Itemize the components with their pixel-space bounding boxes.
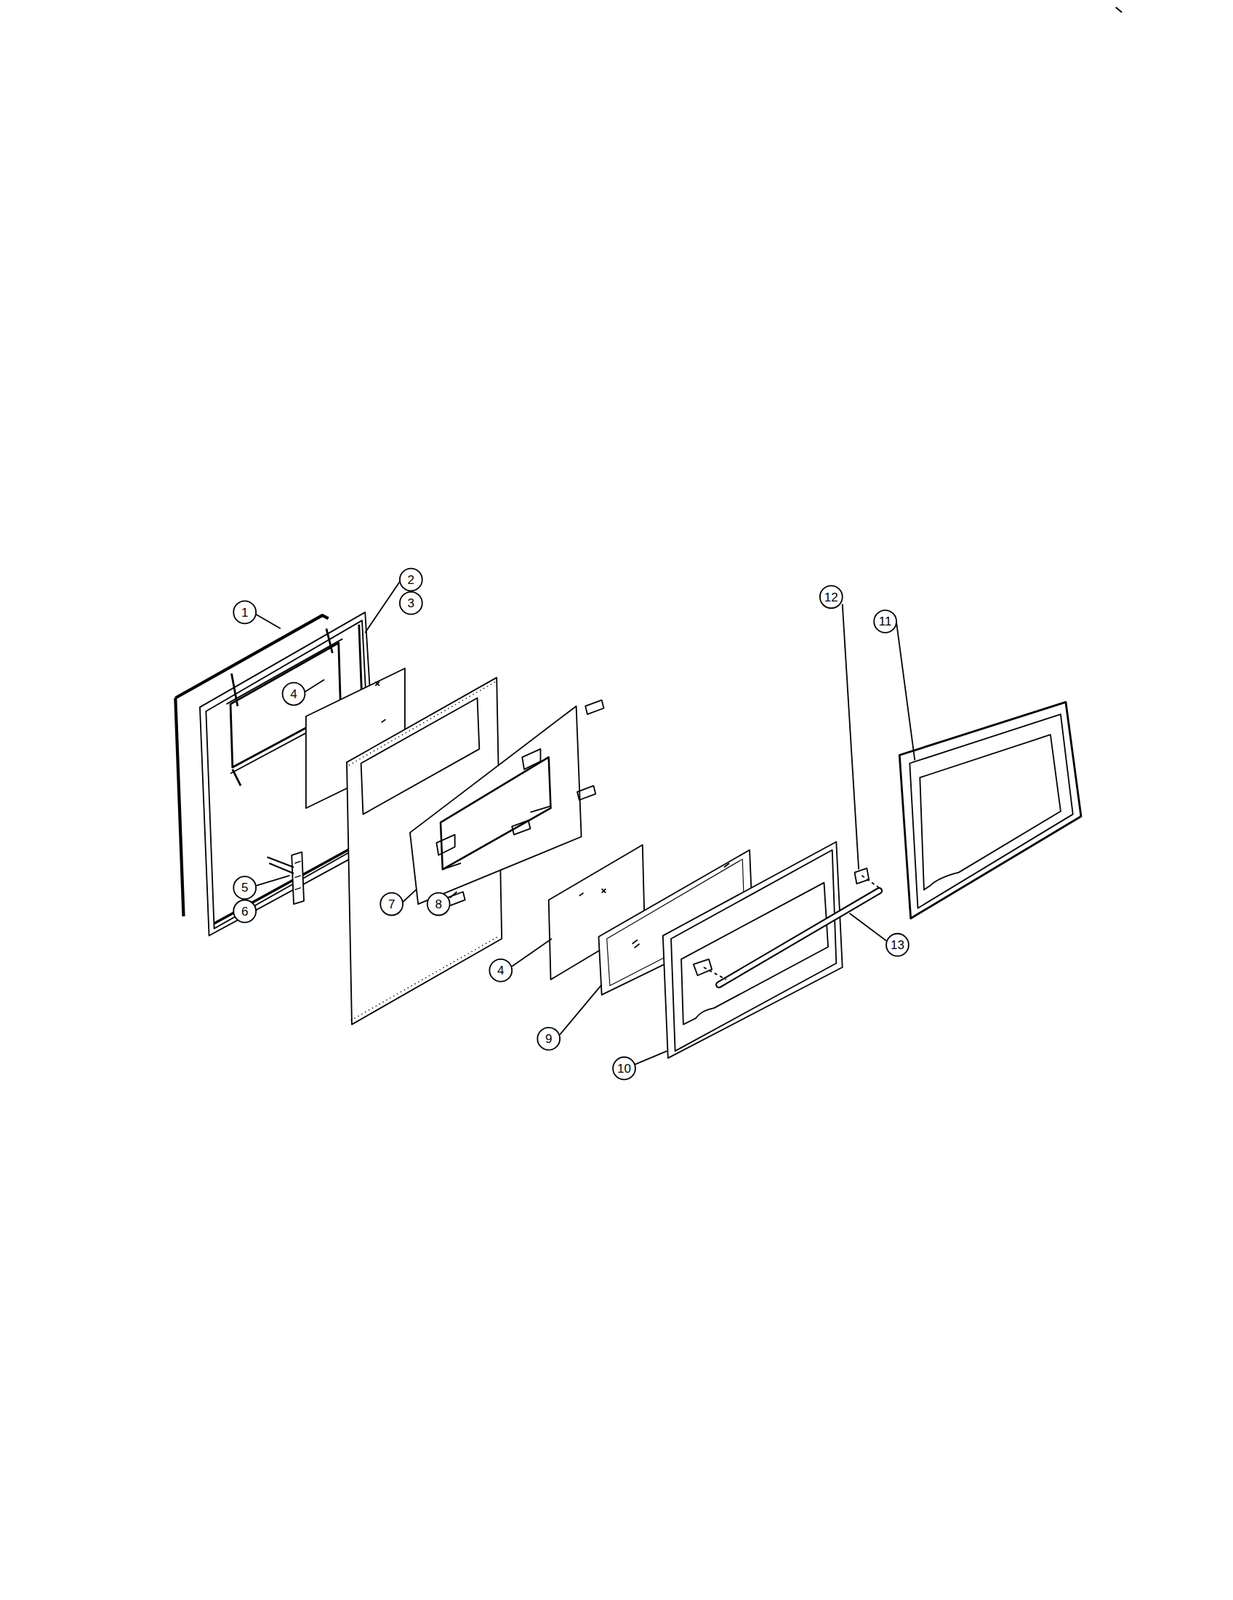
callout-number: 12 — [824, 590, 839, 603]
callout-number: 7 — [388, 897, 395, 910]
callout-number: 3 — [407, 596, 415, 610]
callout-number: 13 — [890, 938, 905, 951]
callout-number: 10 — [617, 1061, 632, 1074]
callout-number: 4 — [290, 687, 297, 700]
callout-number: 5 — [241, 881, 248, 894]
callout-number: 8 — [434, 897, 442, 910]
callout-number: 2 — [407, 572, 415, 586]
callout-number: 11 — [878, 615, 893, 628]
callout-number: 4 — [497, 964, 504, 977]
callout-number: 1 — [241, 605, 248, 618]
callout-number: 9 — [545, 1032, 552, 1045]
callout-number: 6 — [241, 904, 248, 917]
